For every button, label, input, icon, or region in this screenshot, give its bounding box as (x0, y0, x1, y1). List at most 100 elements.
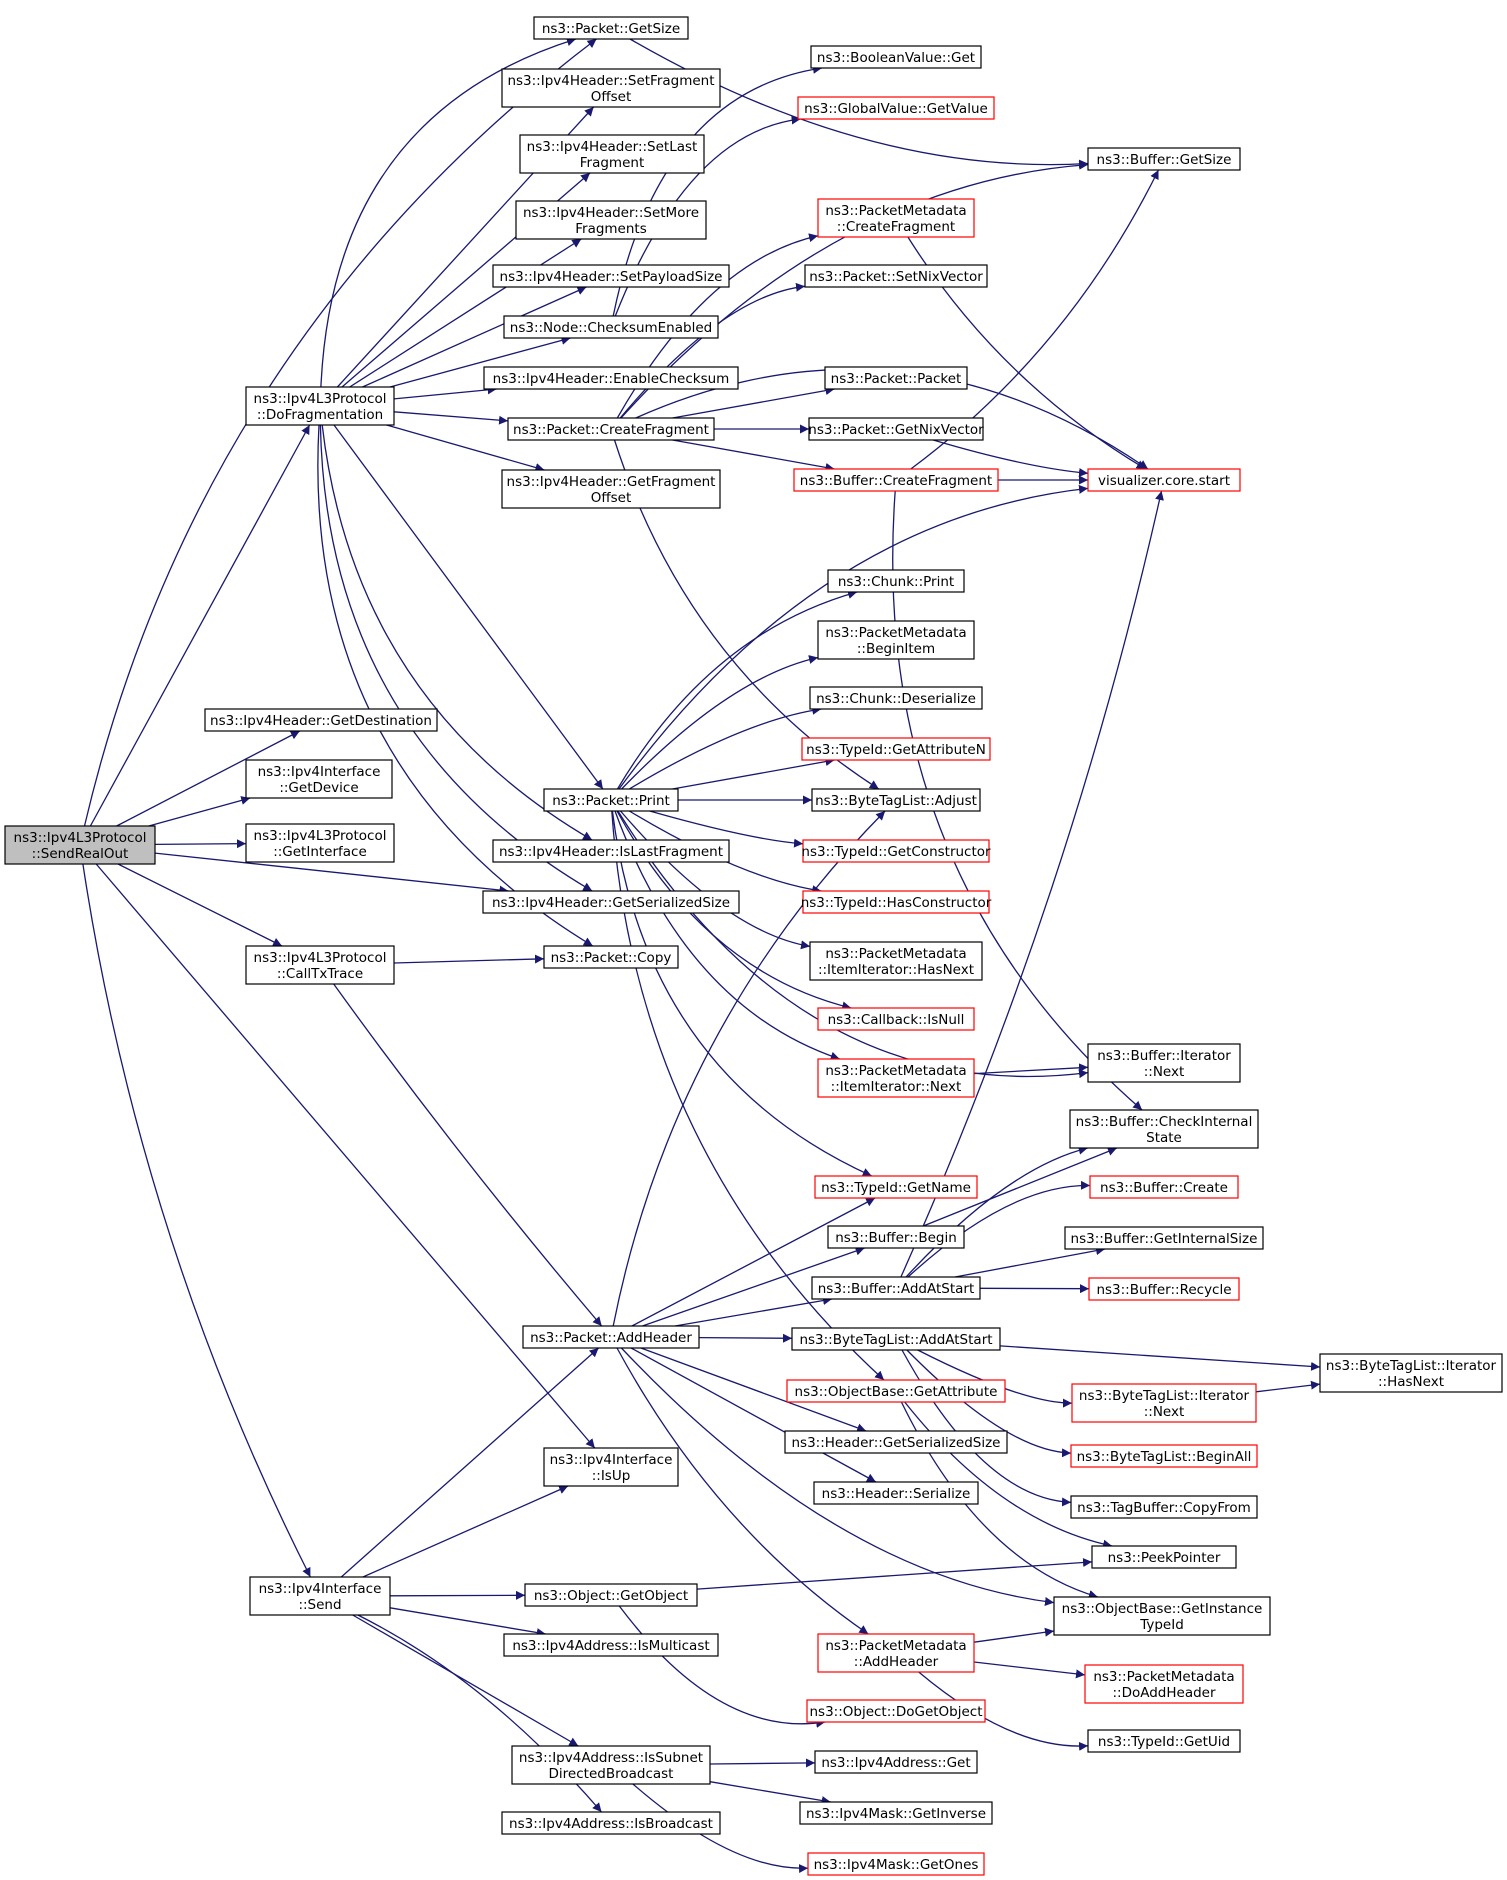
node-box (817, 1633, 975, 1673)
node-btladjust[interactable]: ns3::ByteTagList::Adjust (811, 788, 981, 812)
node-peekptr[interactable]: ns3::PeekPointer (1091, 1545, 1237, 1569)
edge-root-to-ifsend (82, 863, 311, 1578)
node-box (543, 788, 679, 812)
node-pmaddheader[interactable]: ns3::PacketMetadata::AddHeader (817, 1633, 975, 1673)
node-label-line: ns3::Chunk::Deserialize (816, 691, 976, 707)
node-label-line: ns3::PacketMetadata (1093, 1669, 1234, 1685)
node-print[interactable]: ns3::Packet::Print (543, 788, 679, 812)
node-setpayload[interactable]: ns3::Ipv4Header::SetPayloadSize (492, 264, 730, 288)
node-cbisnull[interactable]: ns3::Callback::IsNull (817, 1007, 975, 1031)
node-dogetobj[interactable]: ns3::Object::DoGetObject (806, 1699, 986, 1723)
node-createfrag[interactable]: ns3::Packet::CreateFragment (507, 417, 715, 441)
node-pmhasnext[interactable]: ns3::PacketMetadata::ItemIterator::HasNe… (809, 941, 983, 981)
node-bufrecycle[interactable]: ns3::Buffer::Recycle (1088, 1277, 1240, 1301)
node-bufbegin[interactable]: ns3::Buffer::Begin (827, 1225, 965, 1249)
node-box (806, 1699, 986, 1723)
node-box (807, 1852, 985, 1876)
node-getobject[interactable]: ns3::Object::GetObject (524, 1583, 698, 1607)
node-l3getif[interactable]: ns3::Ipv4L3Protocol::GetInterface (245, 823, 395, 863)
node-getuid[interactable]: ns3::TypeId::GetUid (1087, 1729, 1241, 1753)
node-getattrn[interactable]: ns3::TypeId::GetAttributeN (801, 737, 991, 761)
edge-print-to-getctor (649, 810, 804, 848)
node-pmbegin[interactable]: ns3::PacketMetadata::BeginItem (817, 620, 975, 660)
node-boolget[interactable]: ns3::BooleanValue::Get (810, 45, 982, 69)
node-addheader[interactable]: ns3::Packet::AddHeader (522, 1325, 700, 1349)
edge-dofrag-to-print (333, 424, 604, 790)
node-label-line: ns3::Buffer::Recycle (1096, 1282, 1231, 1298)
node-label-line: ns3::PacketMetadata (825, 946, 966, 962)
node-isup[interactable]: ns3::Ipv4Interface::IsUp (543, 1447, 679, 1487)
node-hdrser[interactable]: ns3::Header::Serialize (813, 1481, 979, 1505)
edge-addheader-to-btladjust (612, 810, 886, 1327)
node-box (543, 945, 679, 969)
node-btlitnext[interactable]: ns3::ByteTagList::Iterator::Next (1071, 1383, 1257, 1423)
node-pktsize[interactable]: ns3::Packet::GetSize (533, 16, 689, 40)
node-hdrgetser[interactable]: ns3::Header::GetSerializedSize (784, 1430, 1008, 1454)
edge-getobject-to-peekptr (696, 1558, 1093, 1590)
edge-dofrag-to-islast (321, 424, 593, 841)
node-pktpkt[interactable]: ns3::Packet::Packet (824, 366, 968, 390)
node-box (799, 1801, 993, 1825)
edges-layer (82, 37, 1321, 1874)
edge-bufbegin-to-bufcheck (923, 1147, 1118, 1227)
node-bufcreatefrag[interactable]: ns3::Buffer::CreateFragment (793, 468, 999, 492)
node-bufaddstart[interactable]: ns3::Buffer::AddAtStart (811, 1276, 981, 1300)
node-root[interactable]: ns3::Ipv4L3Protocol::SendRealOut (4, 825, 156, 865)
node-btladdstart[interactable]: ns3::ByteTagList::AddAtStart (791, 1327, 1001, 1351)
node-issubnet[interactable]: ns3::Ipv4Address::IsSubnetDirectedBroadc… (511, 1745, 711, 1785)
node-globalget[interactable]: ns3::GlobalValue::GetValue (797, 96, 995, 120)
node-label-line: ::CallTxTrace (277, 966, 363, 982)
node-pmcreatefrag[interactable]: ns3::PacketMetadata::CreateFragment (817, 198, 975, 238)
node-tagcopy[interactable]: ns3::TagBuffer::CopyFrom (1070, 1495, 1258, 1519)
node-maskones[interactable]: ns3::Ipv4Mask::GetOnes (807, 1852, 985, 1876)
node-box (492, 264, 730, 288)
node-maskinv[interactable]: ns3::Ipv4Mask::GetInverse (799, 1801, 993, 1825)
node-pmnext[interactable]: ns3::PacketMetadata::ItemIterator::Next (817, 1058, 975, 1098)
node-hasctor[interactable]: ns3::TypeId::HasConstructor (801, 890, 992, 914)
node-bufcreate[interactable]: ns3::Buffer::Create (1089, 1175, 1239, 1199)
node-label-line: ns3::Ipv4Header::SetMore (523, 205, 699, 221)
node-islast[interactable]: ns3::Ipv4Header::IsLastFragment (492, 839, 730, 863)
node-chunkdeser[interactable]: ns3::Chunk::Deserialize (809, 686, 983, 710)
node-box (245, 945, 395, 985)
node-bufitnext[interactable]: ns3::Buffer::Iterator::Next (1087, 1043, 1241, 1083)
node-btlithasnext[interactable]: ns3::ByteTagList::Iterator::HasNext (1319, 1353, 1503, 1393)
node-label-line: ns3::PacketMetadata (825, 625, 966, 641)
node-cksumen[interactable]: ns3::Node::ChecksumEnabled (503, 315, 719, 339)
node-bufsize[interactable]: ns3::Buffer::GetSize (1087, 147, 1241, 171)
node-getdest[interactable]: ns3::Ipv4Header::GetDestination (204, 708, 438, 732)
node-btlbeginall[interactable]: ns3::ByteTagList::BeginAll (1070, 1444, 1258, 1468)
node-dofrag[interactable]: ns3::Ipv4L3Protocol::DoFragmentation (245, 386, 395, 426)
node-box (824, 366, 968, 390)
node-getname[interactable]: ns3::TypeId::GetName (814, 1175, 978, 1199)
node-isbroadcast[interactable]: ns3::Ipv4Address::IsBroadcast (501, 1811, 721, 1835)
node-chunkprint[interactable]: ns3::Chunk::Print (827, 569, 965, 593)
node-ifsend[interactable]: ns3::Ipv4Interface::Send (249, 1576, 391, 1616)
edge-dofrag-to-setpayload (362, 286, 587, 388)
node-vizstart[interactable]: visualizer.core.start (1087, 468, 1241, 492)
node-getattribute[interactable]: ns3::ObjectBase::GetAttribute (786, 1379, 1006, 1403)
node-bufintsize[interactable]: ns3::Buffer::GetInternalSize (1064, 1226, 1264, 1250)
node-label-line: ns3::Packet::CreateFragment (513, 422, 709, 438)
node-label-line: ns3::Buffer::Create (1100, 1180, 1228, 1196)
node-calltx[interactable]: ns3::Ipv4L3Protocol::CallTxTrace (245, 945, 395, 985)
node-getnix[interactable]: ns3::Packet::GetNixVector (808, 417, 984, 441)
node-box (797, 96, 995, 120)
node-setnix[interactable]: ns3::Packet::SetNixVector (804, 264, 988, 288)
node-label-line: ::CreateFragment (837, 219, 955, 235)
node-label-line: ::GetDevice (279, 780, 358, 796)
node-getctor[interactable]: ns3::TypeId::GetConstructor (801, 839, 991, 863)
node-enablecksum[interactable]: ns3::Ipv4Header::EnableChecksum (483, 366, 739, 390)
node-getser[interactable]: ns3::Ipv4Header::GetSerializedSize (482, 890, 740, 914)
node-ifgetdev[interactable]: ns3::Ipv4Interface::GetDevice (245, 759, 393, 799)
node-pmdoadd[interactable]: ns3::PacketMetadata::DoAddHeader (1084, 1664, 1244, 1704)
node-ismulticast[interactable]: ns3::Ipv4Address::IsMulticast (503, 1633, 719, 1657)
node-ipv4addrget[interactable]: ns3::Ipv4Address::Get (814, 1750, 978, 1774)
node-copy[interactable]: ns3::Packet::Copy (543, 945, 679, 969)
